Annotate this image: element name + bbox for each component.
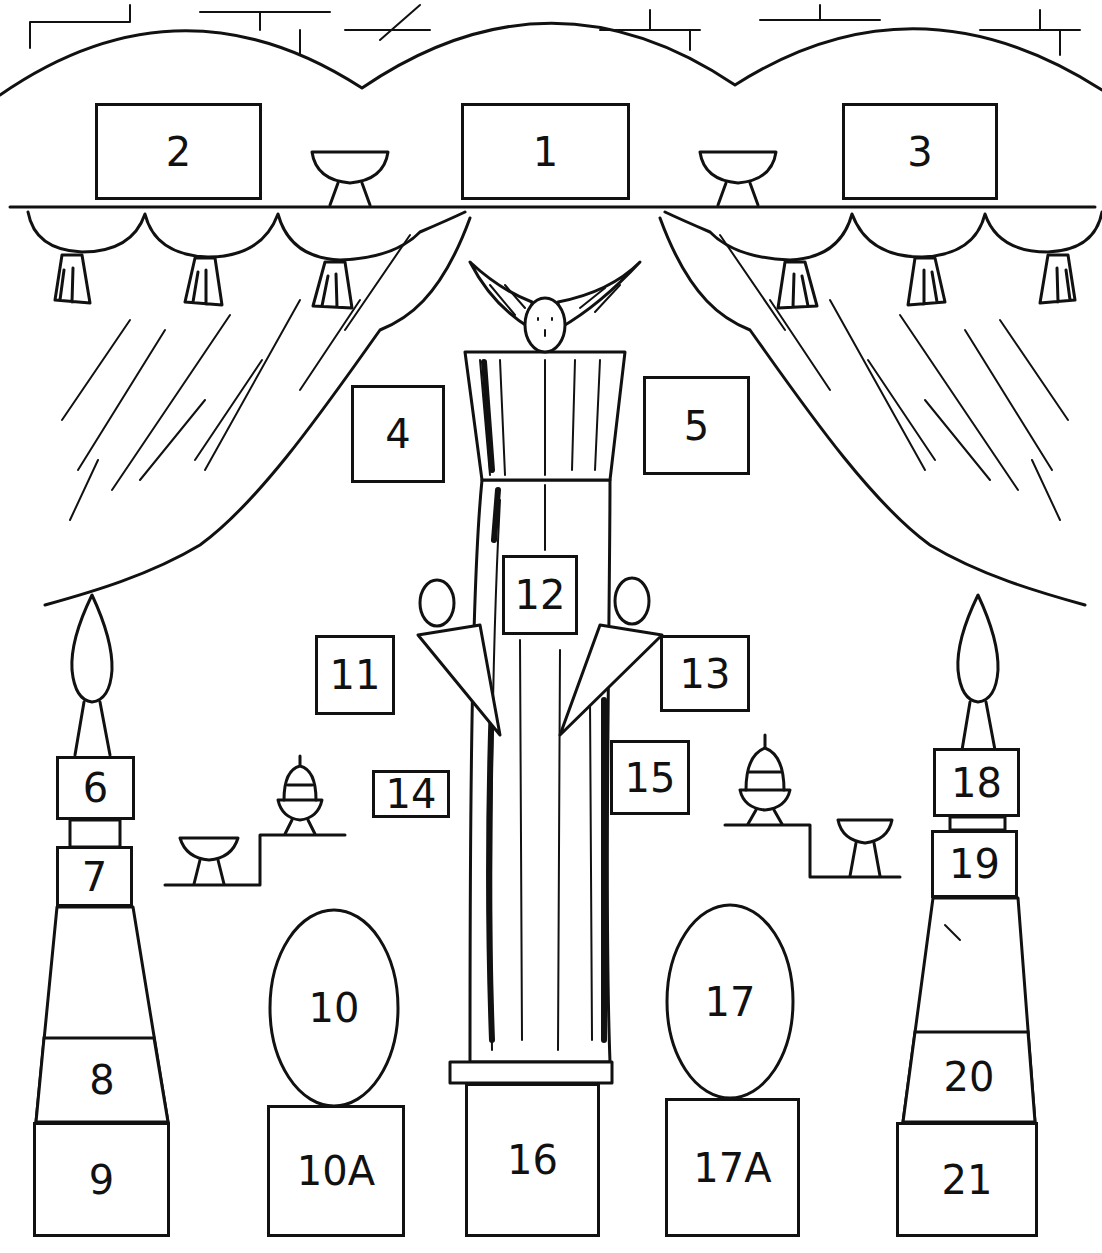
- number-box: 3: [842, 103, 998, 200]
- number-box: 18: [933, 748, 1020, 817]
- callout-number: 12: [515, 575, 566, 615]
- number-box: 15: [610, 740, 690, 815]
- number-oval: 10: [268, 908, 400, 1108]
- step-with-bowls: [165, 756, 345, 885]
- number-box: 17A: [665, 1098, 800, 1237]
- shelf-lamp: [312, 152, 388, 205]
- callout-number: 2: [166, 132, 191, 172]
- callout-number: 16: [507, 1140, 558, 1180]
- arches: [0, 23, 1102, 95]
- callout-number: 19: [949, 844, 1000, 884]
- band-outline: [903, 1032, 1035, 1122]
- callout-number: 8: [89, 1060, 114, 1100]
- angel: [470, 262, 640, 352]
- callout-number: 21: [942, 1160, 993, 1200]
- number-box: 21: [896, 1122, 1038, 1237]
- callout-number: 18: [951, 763, 1002, 803]
- curtain: [28, 212, 470, 605]
- pillar: [36, 595, 168, 1122]
- callout-number: 7: [82, 857, 107, 897]
- number-box: 13: [660, 635, 750, 712]
- callout-number: 20: [944, 1057, 995, 1097]
- pillar-band: 20: [903, 1032, 1035, 1122]
- step-with-bowls: [725, 735, 900, 877]
- figure: [418, 580, 500, 735]
- oval-outline: [270, 910, 398, 1106]
- callout-number: 9: [89, 1160, 114, 1200]
- number-box: 6: [56, 756, 135, 820]
- number-box: 1: [461, 103, 630, 200]
- callout-number: 5: [684, 406, 709, 446]
- pillar: [903, 595, 1035, 1122]
- callout-number: 14: [386, 774, 437, 814]
- column: [450, 352, 625, 1083]
- number-box: 11: [315, 635, 395, 715]
- callout-number: 10: [309, 988, 360, 1028]
- number-oval: 17: [665, 903, 795, 1100]
- callout-number: 10A: [297, 1151, 375, 1191]
- callout-number: 15: [625, 758, 676, 798]
- callout-number: 4: [385, 414, 410, 454]
- callout-number: 13: [680, 654, 731, 694]
- number-box: 16: [465, 1083, 600, 1237]
- number-box: 4: [351, 385, 445, 483]
- band-outline: [36, 1038, 168, 1122]
- number-box: 2: [95, 103, 262, 200]
- number-box: 5: [643, 376, 750, 475]
- callout-number: 11: [330, 655, 381, 695]
- number-box: 14: [372, 770, 450, 818]
- shelf-lamp: [700, 152, 776, 205]
- callout-number: 17: [705, 982, 756, 1022]
- callout-number: 17A: [693, 1148, 771, 1188]
- pillar-band: 8: [36, 1038, 168, 1122]
- callout-number: 3: [907, 132, 932, 172]
- shelf: [10, 206, 1095, 209]
- number-box: 7: [56, 846, 133, 907]
- callout-number: 6: [83, 768, 108, 808]
- callout-number: 1: [533, 132, 558, 172]
- number-box: 19: [931, 830, 1018, 898]
- number-box: 12: [502, 555, 578, 635]
- number-box: 9: [33, 1122, 170, 1237]
- oval-outline: [667, 905, 793, 1098]
- number-box: 10A: [267, 1105, 405, 1237]
